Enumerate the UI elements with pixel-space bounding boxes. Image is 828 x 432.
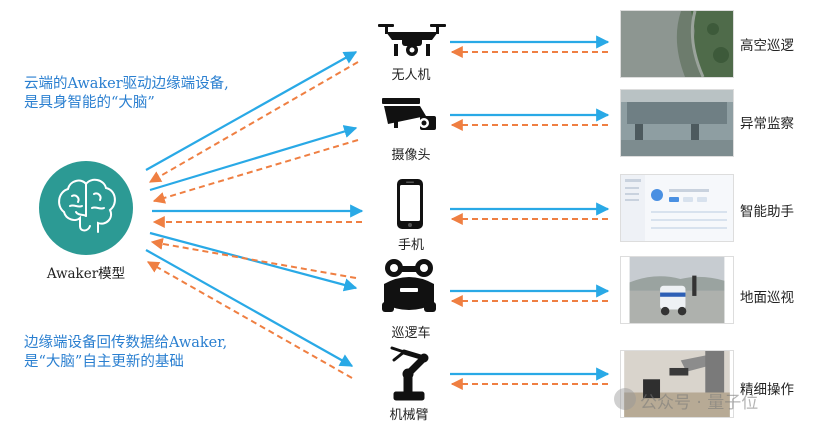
- task-label-ground: 地面巡视: [740, 290, 794, 306]
- model-label: Awaker模型: [46, 266, 126, 282]
- task-label-assistant: 智能助手: [740, 204, 794, 220]
- task-label-fine-ops: 精细操作: [740, 382, 794, 398]
- bottom-caption: 边缘端设备回传数据给Awaker, 是“大脑”自主更新的基础: [24, 334, 227, 372]
- brain-icon: [39, 161, 133, 255]
- arrow-drone-to-model: [148, 61, 359, 183]
- top-caption: 云端的Awaker驱动边缘端设备, 是具身智能的“大脑”: [24, 75, 229, 113]
- phone-icon: [397, 179, 423, 229]
- arrow-patrol-to-model: [150, 237, 357, 279]
- top-caption-line1: 云端的Awaker驱动边缘端设备,: [24, 76, 229, 92]
- assistant-app-screenshot: [620, 174, 734, 242]
- device-label-arm: 机械臂: [389, 408, 429, 423]
- task-label-surveillance: 异常监察: [740, 116, 794, 132]
- arrow-model-to-camera: [149, 125, 358, 192]
- camera-icon: [382, 98, 436, 130]
- robot-arm-photo: [620, 350, 734, 418]
- ground-robot-photo: [620, 256, 734, 324]
- arrow-model-to-arm: [145, 249, 354, 367]
- device-label-patrol: 巡逻车: [391, 326, 431, 341]
- top-caption-line2: 是具身智能的“大脑”: [24, 95, 155, 111]
- arrow-model-to-drone: [145, 51, 358, 171]
- device-label-phone: 手机: [397, 238, 424, 253]
- aerial-view-photo: [620, 10, 734, 78]
- robot-arm-icon: [390, 346, 429, 401]
- surveillance-photo: [620, 89, 734, 157]
- arrow-arm-to-model: [146, 261, 353, 379]
- bottom-caption-line2: 是“大脑”自主更新的基础: [24, 354, 184, 370]
- drone-icon: [378, 24, 446, 56]
- device-label-drone: 无人机: [391, 68, 431, 83]
- wechat-icon: [614, 388, 636, 410]
- arrow-camera-to-model: [152, 139, 359, 204]
- task-label-aerial: 高空巡逻: [740, 38, 794, 54]
- bottom-caption-line1: 边缘端设备回传数据给Awaker,: [24, 335, 228, 351]
- device-label-camera: 摄像头: [391, 148, 431, 163]
- watermark: 公众号 · 量子位: [640, 393, 759, 413]
- patrol-robot-icon: [382, 259, 436, 312]
